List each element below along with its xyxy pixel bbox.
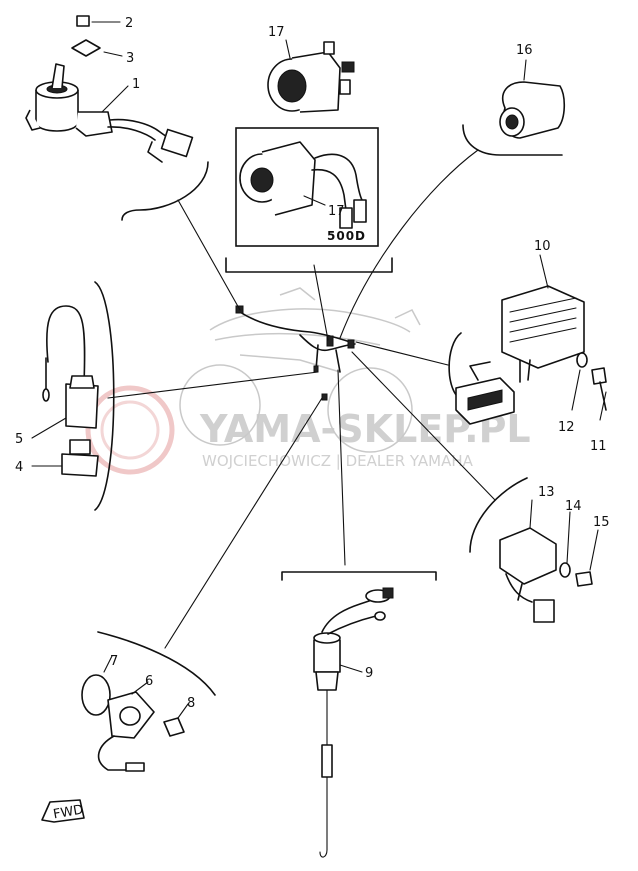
part-4-switch xyxy=(31,439,99,477)
callout-17-top: 17 xyxy=(268,25,285,40)
part-16-flasher-relay xyxy=(499,59,566,139)
callout-3: 3 xyxy=(126,51,134,66)
part-1-ignition-switch xyxy=(25,63,194,163)
part-7-o-ring xyxy=(81,655,113,716)
part-8-bolt xyxy=(163,703,189,737)
callout-16: 16 xyxy=(516,43,533,58)
fwd-label: FWD xyxy=(52,802,84,822)
callout-6: 6 xyxy=(145,674,153,689)
callout-13: 13 xyxy=(538,485,555,500)
part-15-bolt xyxy=(575,529,599,587)
part-3-plate xyxy=(71,39,123,57)
fwd-arrow-icon: FWD xyxy=(41,799,85,823)
part-11-bolt xyxy=(591,367,607,421)
part-5-cap xyxy=(31,305,99,439)
callout-5: 5 xyxy=(15,432,23,447)
callout-14: 14 xyxy=(565,499,582,514)
part-17-solenoid xyxy=(267,39,355,113)
part-2-screw xyxy=(76,15,121,27)
part-9-sender xyxy=(313,587,394,858)
callout-9: 9 xyxy=(365,666,373,681)
callout-8: 8 xyxy=(187,696,195,711)
callout-11: 11 xyxy=(590,439,607,454)
callout-1: 1 xyxy=(132,77,140,92)
callout-4: 4 xyxy=(15,460,23,475)
part-6-sensor xyxy=(97,681,155,772)
group-brackets xyxy=(94,124,563,696)
wiring-harness xyxy=(235,305,356,401)
leader-lines xyxy=(107,149,496,649)
callout-15: 15 xyxy=(593,515,610,530)
callout-17-box: 17 xyxy=(328,204,345,219)
callout-2: 2 xyxy=(125,16,133,31)
callout-7: 7 xyxy=(110,654,118,669)
motorcycle-outline xyxy=(179,287,421,453)
watermark-logo-icon xyxy=(85,385,175,475)
watermark-sub: WOJCIECHOWICZ | DEALER YAMAHA xyxy=(202,452,474,470)
watermark: YAMA-SKLEP.PL WOJCIECHOWICZ | DEALER YAM… xyxy=(85,385,531,475)
part-13-relay xyxy=(499,499,557,623)
part-12-washer xyxy=(571,352,588,411)
box-variant-label: 500D xyxy=(327,229,366,243)
callout-12: 12 xyxy=(558,420,575,435)
part-14-washer xyxy=(559,511,571,578)
part-10-rectifier xyxy=(455,254,585,425)
callout-10: 10 xyxy=(534,239,551,254)
variant-box-500d: 500D xyxy=(235,127,379,247)
callout-labels: 1 2 3 4 5 6 7 8 9 10 11 12 13 14 15 16 1… xyxy=(15,16,610,711)
